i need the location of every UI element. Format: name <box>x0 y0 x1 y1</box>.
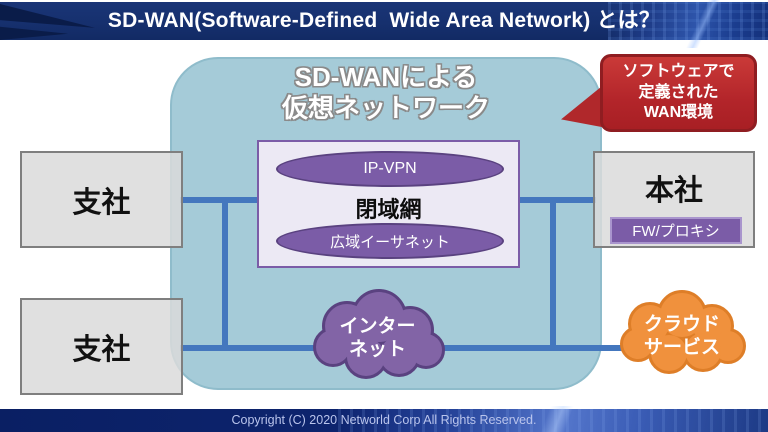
panel-title-line1: SD-WANによる <box>294 62 478 92</box>
slide-header: SD-WAN(Software-Defined Wide Area Networ… <box>0 0 768 48</box>
cloud-service-label: クラウド サービス <box>612 288 752 378</box>
footer-light-streak <box>498 406 618 432</box>
link-branch-top-to-closed-network <box>180 197 258 203</box>
footer-circuit-image <box>338 409 768 432</box>
branch-office-top-label: 支社 <box>72 186 131 219</box>
link-left-vertical <box>222 197 228 351</box>
link-closed-network-to-headquarters <box>518 197 596 203</box>
fw-proxy-box: FW/プロキシ <box>610 217 742 244</box>
cloud-icon <box>313 289 445 379</box>
cloud-service-label-line2: サービス <box>643 337 720 358</box>
sdwan-definition-callout: ソフトウェアで 定義された WAN環境 <box>600 54 757 132</box>
page-title: SD-WAN(Software-Defined Wide Area Networ… <box>107 9 661 32</box>
callout-line2: 定義された <box>638 83 719 101</box>
panel-title-line2: 仮想ネットワーク <box>281 92 490 123</box>
slide-footer: Copyright (C) 2020 Networld Corp All Rig… <box>0 406 768 432</box>
branch-office-bottom-label: 支社 <box>72 333 131 366</box>
internet-label-line2: ネット <box>348 339 406 360</box>
closed-network-label: 閉域網 <box>355 197 422 222</box>
cloud-service-label-line1: クラウド <box>643 313 720 335</box>
callout-line1: ソフトウェアで <box>622 62 735 80</box>
cloud-icon <box>620 290 746 374</box>
panel-title: SD-WANによる 仮想ネットワーク <box>170 62 602 123</box>
link-right-vertical <box>550 197 556 351</box>
ip-vpn-ellipse: IP-VPN <box>276 151 504 187</box>
wide-area-ethernet-label: 広域イーサネット <box>330 233 450 251</box>
branch-office-bottom-node: 支社 <box>20 298 183 395</box>
fw-proxy-label: FW/プロキシ <box>632 223 720 240</box>
headquarters-node: 本社 FW/プロキシ <box>593 151 755 248</box>
internet-label: インター ネット <box>305 288 450 380</box>
headquarters-label: 本社 <box>644 175 703 207</box>
ip-vpn-label: IP-VPN <box>363 160 417 177</box>
copyright-text: Copyright (C) 2020 Networld Corp All Rig… <box>231 413 537 427</box>
closed-network-box: IP-VPN 閉域網 広域イーサネット <box>257 140 520 268</box>
internet-label-line1: インター <box>339 315 416 337</box>
branch-office-top-node: 支社 <box>20 151 183 248</box>
wide-area-ethernet-ellipse: 広域イーサネット <box>276 223 504 259</box>
header-light-streak <box>670 0 740 48</box>
internet-cloud: インター ネット <box>305 288 450 380</box>
callout-line3: WAN環境 <box>643 104 714 122</box>
cloud-service-cloud: クラウド サービス <box>612 288 752 378</box>
